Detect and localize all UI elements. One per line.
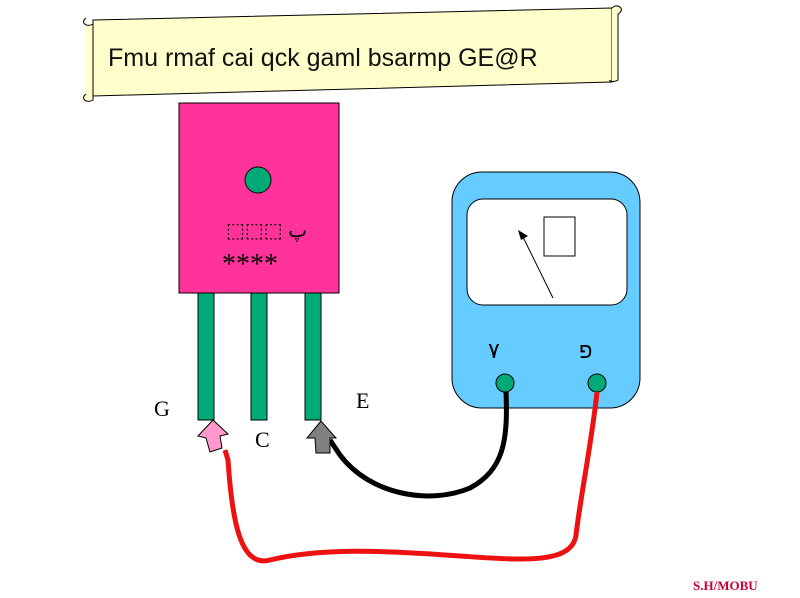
red-probe-tip	[197, 419, 230, 453]
terminal-left-jack	[495, 373, 515, 393]
terminal-label-right: פ	[579, 338, 592, 363]
transistor-marking-code: ⬚⬚⬚ ﭖ	[226, 220, 307, 242]
lead-e	[304, 292, 322, 421]
red-probe-wire	[222, 391, 600, 564]
black-probe-tip	[305, 420, 338, 454]
transistor-body	[178, 102, 340, 294]
terminal-right-jack	[587, 373, 607, 393]
lead-g	[197, 292, 215, 421]
transistor: ⬚⬚⬚ ﭖ ****	[178, 102, 340, 421]
title-scroll: Fmu rmaf cai qck gaml bsarmp GE@R	[83, 5, 622, 102]
meter-reading-box	[543, 216, 576, 257]
transistor-marking-stars: ****	[222, 249, 278, 280]
terminal-label-left: ٧	[488, 338, 500, 363]
lead-c	[250, 292, 268, 421]
pin-label-c: C	[255, 427, 270, 452]
banner-title: Fmu rmaf cai qck gaml bsarmp GE@R	[108, 44, 538, 72]
mounting-hole	[244, 166, 272, 194]
pin-label-e: E	[356, 388, 369, 413]
meter-needle	[522, 236, 554, 299]
multimeter: ٧ פ	[451, 171, 641, 409]
credit-text: S.H/MOBU	[693, 578, 758, 593]
pin-label-g: G	[154, 396, 170, 421]
needle-arrowhead	[518, 230, 528, 240]
black-probe-wire	[327, 391, 509, 499]
